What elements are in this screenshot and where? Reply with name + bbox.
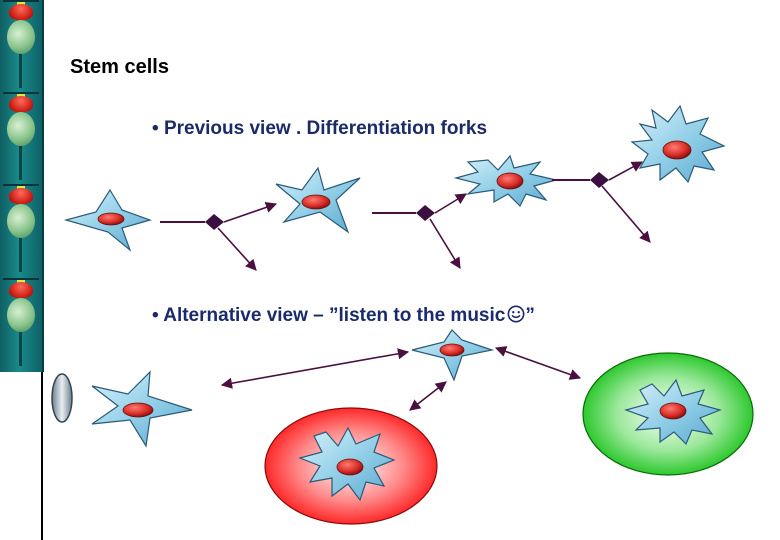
bidirectional-arrows bbox=[220, 346, 582, 411]
stem-cell-1 bbox=[63, 188, 152, 252]
bullet-previous-view: • Previous view . Differentiation forks bbox=[152, 118, 487, 140]
embryo-image-3 bbox=[3, 184, 39, 274]
divider-line bbox=[41, 372, 43, 540]
bullet-alternative-view: • Alternative view – ”listen to the musi… bbox=[152, 305, 535, 327]
bullet-text: Previous view . Differentiation forks bbox=[163, 118, 488, 139]
bullet-text-end: ” bbox=[525, 305, 535, 326]
progenitor-cell-2 bbox=[453, 154, 557, 208]
bullet-marker: • bbox=[152, 118, 159, 139]
embryo-image-4 bbox=[3, 278, 39, 368]
embryo-image-1 bbox=[3, 0, 39, 90]
bullet-marker: • bbox=[152, 305, 159, 326]
fork-arrows-1 bbox=[160, 202, 278, 271]
stem-cell-2 bbox=[91, 370, 193, 448]
fork-arrows-3 bbox=[552, 161, 651, 243]
smiley-icon bbox=[507, 305, 525, 323]
left-image-strip bbox=[0, 0, 44, 372]
center-cell bbox=[411, 329, 495, 382]
differentiated-cell-1 bbox=[630, 104, 726, 184]
progenitor-cell-1 bbox=[275, 166, 361, 234]
green-niche-cell bbox=[624, 378, 722, 446]
red-niche-cell bbox=[298, 426, 396, 502]
embryo-image-2 bbox=[3, 92, 39, 182]
bullet-text: Alternative view – ”listen to the music bbox=[163, 305, 506, 326]
capsule-shape bbox=[51, 373, 73, 423]
fork-arrows-2 bbox=[372, 193, 467, 269]
page-title: Stem cells bbox=[70, 56, 169, 78]
